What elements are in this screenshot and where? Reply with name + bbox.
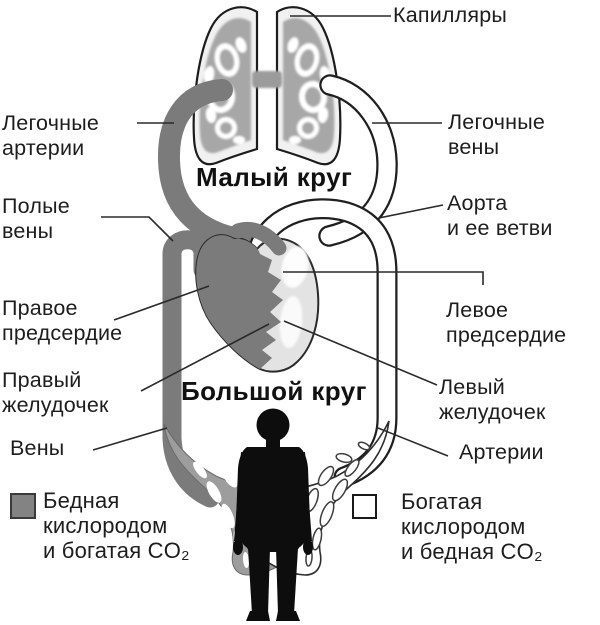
human-silhouette	[233, 408, 313, 621]
label-veins: Вены	[10, 436, 65, 460]
label-vena-cava: Полые вены	[2, 194, 70, 243]
left-ventricle-leader-line	[283, 320, 438, 386]
label-capillaries: Капилляры	[393, 3, 508, 27]
label-left-ventricle: Левый желудочек	[439, 375, 546, 424]
leader-lines	[92, 15, 484, 457]
label-arteries: Артерии	[459, 440, 544, 464]
label-right-atrium: Правое предсердие	[2, 296, 123, 345]
label-pulmonary-circuit: Малый круг	[196, 162, 353, 192]
right-heart-deoxygenated-region	[196, 235, 283, 369]
left-heart-highlight	[279, 246, 309, 348]
right-ventricle-leader-line	[140, 323, 270, 392]
label-pulmonary-arteries: Легочные артерии	[2, 111, 100, 160]
pulmonary-trunk	[230, 221, 287, 256]
bronchial-bar	[252, 71, 282, 88]
label-aorta: Аорта и ее ветви	[447, 191, 553, 240]
lungs	[192, 6, 342, 166]
label-pulmonary-veins: Легочные вены	[448, 110, 546, 159]
heart	[195, 221, 320, 373]
aorta-leader-line	[378, 204, 444, 219]
label-left-atrium: Левое предсердие	[446, 298, 567, 347]
veins-leader-line	[92, 427, 168, 451]
label-systemic-circuit: Большой круг	[181, 376, 367, 406]
oxygenated-swatch	[352, 494, 377, 519]
vena-cava-vessel	[162, 230, 220, 508]
left-atrium-leader-line	[283, 271, 484, 285]
label-right-ventricle: Правый желудочек	[2, 368, 109, 417]
right-atrium-leader-line	[113, 285, 210, 321]
pulmonary-artery-vessel	[157, 79, 254, 251]
left-lung-capillary-network	[199, 18, 251, 154]
deoxygenated-swatch	[10, 493, 36, 519]
vena-cava-leader-line	[101, 216, 174, 242]
arteries-leader-line	[377, 427, 449, 457]
legend-oxygenated-label: Богатая кислородом и бедная CO₂	[401, 489, 543, 565]
right-lung-capillary-network	[283, 18, 335, 154]
legend-deoxygenated-label: Бедная кислородом и богатая CO₂	[43, 488, 190, 564]
